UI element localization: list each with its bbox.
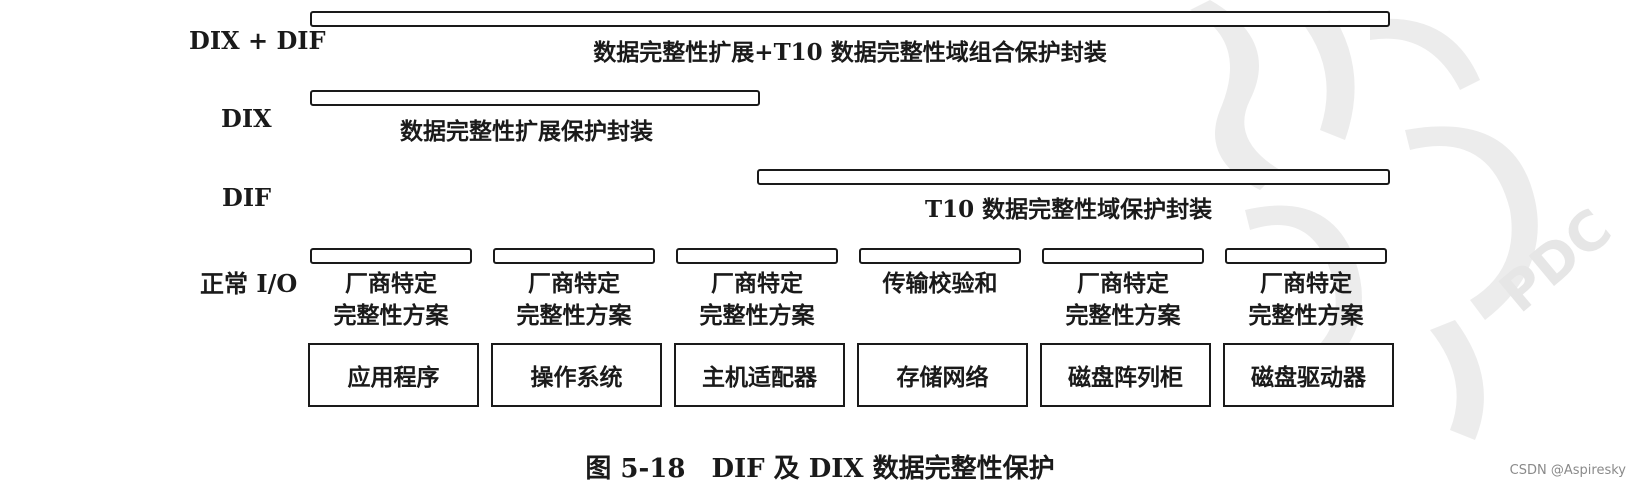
dif-coverage-text: T10 数据完整性域保护封装 xyxy=(925,196,1213,223)
watermark-graphic: PDC xyxy=(1190,0,1624,440)
row-label-dif: DIF xyxy=(222,183,272,212)
scheme-line: 厂商特定 xyxy=(345,270,437,297)
scheme-line: 厂商特定 xyxy=(1077,270,1169,297)
scheme-label-storage-network: 传输校验和 xyxy=(850,268,1030,300)
scheme-label-disk-array: 厂商特定完整性方案 xyxy=(1033,268,1213,332)
dix-coverage-bar xyxy=(310,90,760,106)
component-box-disk-drive: 磁盘驱动器 xyxy=(1223,343,1394,407)
component-box-application: 应用程序 xyxy=(308,343,479,407)
normal-io-segment-bar xyxy=(310,248,472,264)
dix-dif-coverage-bar xyxy=(310,11,1390,27)
scheme-line: 传输校验和 xyxy=(882,270,998,297)
component-box-storage-network: 存储网络 xyxy=(857,343,1028,407)
normal-io-segment-bar xyxy=(676,248,838,264)
scheme-label-host-adapter: 厂商特定完整性方案 xyxy=(667,268,847,332)
scheme-line: 完整性方案 xyxy=(1065,302,1181,329)
normal-io-segment-bar xyxy=(1042,248,1204,264)
dix-dif-coverage-text: 数据完整性扩展+T10 数据完整性域组合保护封装 xyxy=(593,39,1107,66)
component-box-disk-array: 磁盘阵列柜 xyxy=(1040,343,1211,407)
scheme-label-os: 厂商特定完整性方案 xyxy=(484,268,664,332)
scheme-label-application: 厂商特定完整性方案 xyxy=(301,268,481,332)
scheme-line: 完整性方案 xyxy=(333,302,449,329)
scheme-line: 厂商特定 xyxy=(528,270,620,297)
row-label-dix-dif: DIX + DIF xyxy=(189,26,326,55)
dix-coverage-text: 数据完整性扩展保护封装 xyxy=(400,118,653,145)
scheme-line: 厂商特定 xyxy=(1260,270,1352,297)
dif-coverage-bar xyxy=(757,169,1390,185)
scheme-label-disk-drive: 厂商特定完整性方案 xyxy=(1216,268,1396,332)
normal-io-segment-bar xyxy=(493,248,655,264)
normal-io-segment-bar xyxy=(1225,248,1387,264)
svg-text:PDC: PDC xyxy=(1488,197,1624,325)
component-box-os: 操作系统 xyxy=(491,343,662,407)
scheme-line: 完整性方案 xyxy=(699,302,815,329)
scheme-line: 厂商特定 xyxy=(711,270,803,297)
figure-caption: 图 5-18 DIF 及 DIX 数据完整性保护 xyxy=(585,454,1055,484)
scheme-line: 完整性方案 xyxy=(1248,302,1364,329)
scheme-line: 完整性方案 xyxy=(516,302,632,329)
row-label-dix: DIX xyxy=(221,104,272,133)
normal-io-segment-bar xyxy=(859,248,1021,264)
credit-text: CSDN @Aspiresky xyxy=(1509,463,1626,478)
row-label-normal-io: 正常 I/O xyxy=(200,269,298,298)
component-box-host-adapter: 主机适配器 xyxy=(674,343,845,407)
